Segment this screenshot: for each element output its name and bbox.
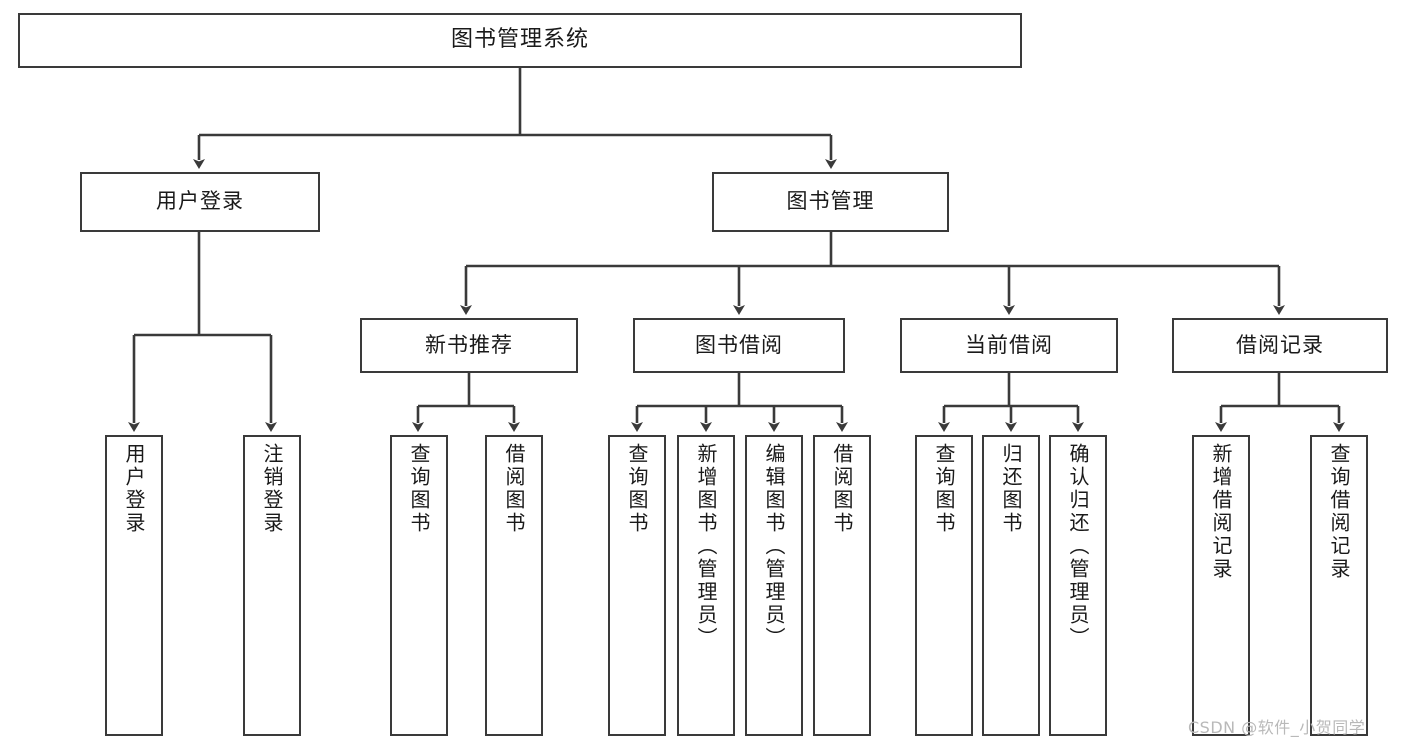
node-label-vertical: 借阅图书 [502, 443, 526, 535]
node-label: 图书借阅 [695, 332, 783, 357]
node-label: 当前借阅 [965, 332, 1053, 357]
leaf-current-borrow-query[interactable]: 查询图书 [915, 435, 973, 736]
node-label-vertical: 借阅图书 [830, 443, 854, 535]
node-label: 用户登录 [156, 189, 244, 214]
node-label-vertical: 新增图书（管理员） [694, 443, 718, 650]
node-book-borrow[interactable]: 图书借阅 [633, 318, 845, 373]
leaf-user-login-signout[interactable]: 注销登录 [243, 435, 301, 736]
node-label-vertical: 查询图书 [932, 443, 956, 535]
leaf-borrow-record-add[interactable]: 新增借阅记录 [1192, 435, 1250, 736]
node-new-book-recommend[interactable]: 新书推荐 [360, 318, 578, 373]
leaf-book-borrow-borrow[interactable]: 借阅图书 [813, 435, 871, 736]
node-label-vertical: 注销登录 [260, 443, 284, 535]
leaf-book-borrow-edit[interactable]: 编辑图书（管理员） [745, 435, 803, 736]
node-label-vertical: 新增借阅记录 [1209, 443, 1233, 581]
leaf-new-books-query[interactable]: 查询图书 [390, 435, 448, 736]
node-borrow-record[interactable]: 借阅记录 [1172, 318, 1388, 373]
node-label-vertical: 查询图书 [625, 443, 649, 535]
node-current-borrow[interactable]: 当前借阅 [900, 318, 1118, 373]
node-book-management[interactable]: 图书管理 [712, 172, 949, 232]
leaf-new-books-borrow[interactable]: 借阅图书 [485, 435, 543, 736]
node-label-vertical: 用户登录 [122, 443, 146, 535]
leaf-current-borrow-return[interactable]: 归还图书 [982, 435, 1040, 736]
node-user-login[interactable]: 用户登录 [80, 172, 320, 232]
leaf-current-borrow-confirm-return[interactable]: 确认归还（管理员） [1049, 435, 1107, 736]
node-label: 图书管理系统 [450, 27, 589, 53]
leaf-user-login-signin[interactable]: 用户登录 [105, 435, 163, 736]
node-label-vertical: 归还图书 [999, 443, 1023, 535]
node-root-system[interactable]: 图书管理系统 [18, 13, 1022, 68]
leaf-borrow-record-query[interactable]: 查询借阅记录 [1310, 435, 1368, 736]
leaf-book-borrow-add[interactable]: 新增图书（管理员） [677, 435, 735, 736]
node-label: 借阅记录 [1236, 332, 1324, 357]
csdn-watermark: CSDN @软件_小贺同学 [1188, 718, 1366, 737]
node-label: 新书推荐 [425, 332, 513, 357]
node-label: 图书管理 [786, 189, 875, 214]
node-label-vertical: 查询图书 [407, 443, 431, 535]
node-label-vertical: 查询借阅记录 [1327, 443, 1351, 581]
node-label-vertical: 编辑图书（管理员） [762, 443, 786, 650]
leaf-book-borrow-query[interactable]: 查询图书 [608, 435, 666, 736]
node-label-vertical: 确认归还（管理员） [1066, 443, 1090, 650]
